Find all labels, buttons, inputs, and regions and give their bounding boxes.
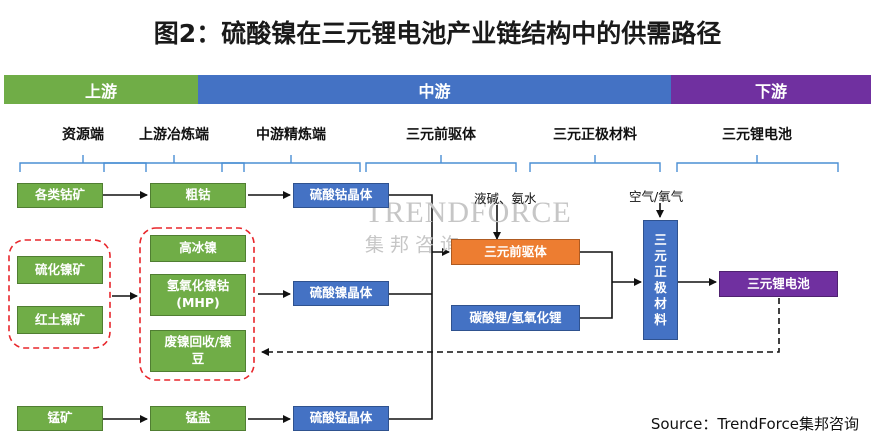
node-nickel-sulfide-ore: 硫化镍矿	[17, 256, 103, 284]
node-battery: 三元锂电池	[719, 271, 838, 297]
watermark-en: TRENDFORCE	[365, 196, 572, 229]
stage-refining: 中游精炼端	[256, 127, 326, 143]
node-cobalt-sulfate: 硫酸钴晶体	[293, 183, 389, 208]
watermark-cn: 集邦咨询	[365, 234, 466, 256]
band-midstream: 中游	[198, 75, 671, 104]
node-laterite-ore: 红土镍矿	[17, 306, 103, 334]
node-mhp: 氢氧化镍钴 (MHP)	[150, 274, 246, 316]
node-scrap-nickel: 废镍回收/镍 豆	[150, 330, 246, 372]
band-upstream: 上游	[4, 75, 198, 104]
node-crude-cobalt: 粗钴	[150, 183, 246, 208]
node-cathode: 三 元 正 极 材 料	[643, 220, 678, 340]
node-manganese-ore: 锰矿	[17, 406, 103, 431]
node-cobalt-ore: 各类钴矿	[17, 183, 103, 208]
ore-group-outline	[8, 239, 111, 349]
stage-smelting: 上游冶炼端	[139, 127, 209, 143]
page-title: 图2：硫酸镍在三元锂电池产业链结构中的供需路径	[153, 19, 722, 48]
stage-precursor: 三元前驱体	[406, 127, 476, 143]
node-precursor: 三元前驱体	[451, 239, 580, 265]
node-lithium-salts: 碳酸锂/氢氧化锂	[451, 305, 580, 331]
note-lye-ammonia: 液碱、氨水	[474, 191, 537, 206]
node-high-matte-nickel: 高冰镍	[150, 235, 246, 262]
node-manganese-salt: 锰盐	[150, 406, 246, 431]
note-air-oxygen: 空气/氧气	[629, 189, 684, 204]
node-manganese-sulfate: 硫酸锰晶体	[293, 406, 389, 431]
stage-brackets	[19, 155, 839, 172]
intermediate-group-outline	[139, 227, 255, 381]
band-downstream: 下游	[671, 75, 871, 104]
recycle-return-arrow	[261, 298, 780, 356]
stage-cathode: 三元正极材料	[553, 127, 637, 143]
source-credit: Source：TrendForce集邦咨询	[650, 415, 859, 433]
stage-battery: 三元锂电池	[722, 127, 792, 143]
stage-resource: 资源端	[62, 127, 104, 143]
node-nickel-sulfate: 硫酸镍晶体	[293, 281, 389, 306]
